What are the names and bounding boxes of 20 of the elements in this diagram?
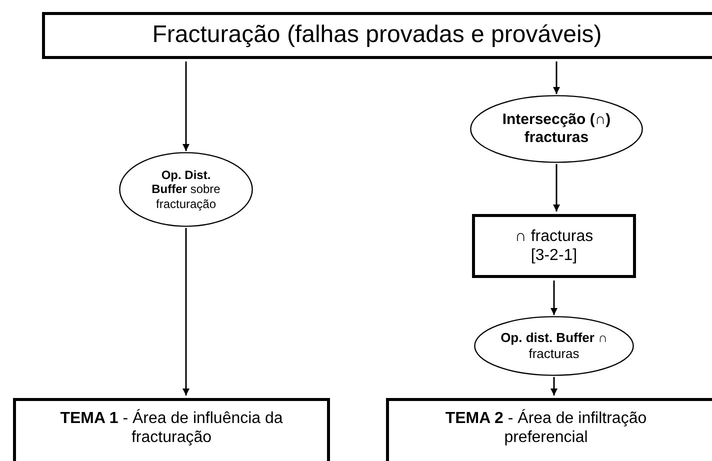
node-text: Fracturação (falhas provadas e prováveis) <box>152 21 602 50</box>
arrow <box>553 62 560 94</box>
process-box <box>386 398 712 461</box>
process-box <box>13 398 330 461</box>
node-text: Intersecção (∩) fracturas <box>502 111 612 147</box>
process-ellipse <box>119 152 253 227</box>
process-box <box>42 12 712 59</box>
process-box <box>472 214 636 278</box>
arrow <box>550 377 558 396</box>
process-ellipse <box>470 95 643 163</box>
node-text: Op. dist. Buffer ∩ fracturas <box>500 330 608 362</box>
node-text: ∩ fracturas [3-2-1] <box>514 226 594 266</box>
node-text: TEMA 1 - Área de influência da fracturação <box>59 408 284 448</box>
arrow <box>550 280 558 315</box>
arrow <box>553 164 560 212</box>
node-text: Op. Dist. Buffer sobre fracturação <box>150 168 222 212</box>
node-text: TEMA 2 - Área de infiltração preferencial <box>444 408 648 448</box>
arrow <box>182 62 190 151</box>
arrow <box>182 228 190 396</box>
process-ellipse <box>474 316 634 376</box>
